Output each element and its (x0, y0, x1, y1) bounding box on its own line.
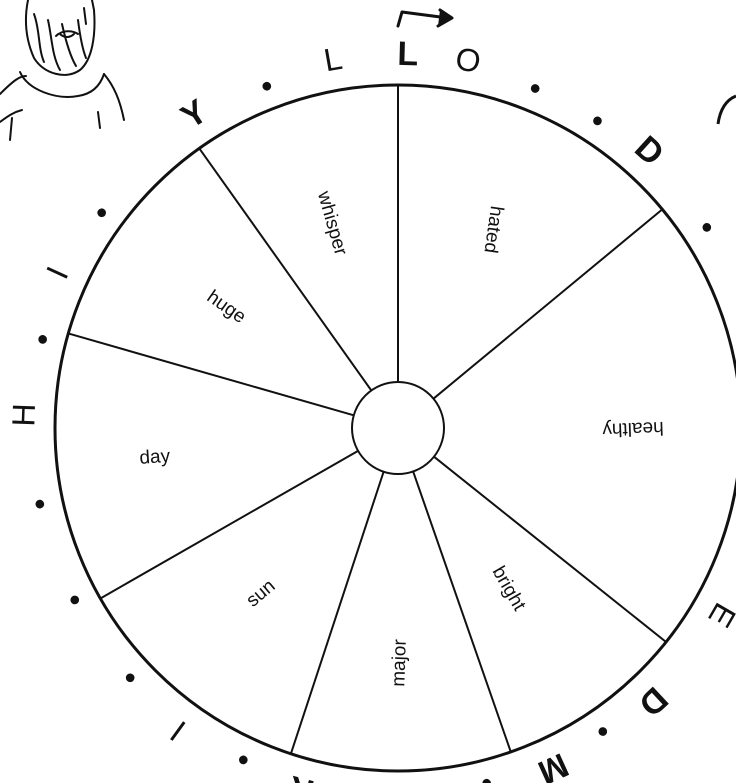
wheel-hub (352, 382, 444, 474)
arrow-right-icon (398, 10, 452, 26)
ring-letter: O (453, 40, 484, 80)
ring-letter: R (284, 768, 318, 783)
ring-dot: • (113, 662, 147, 695)
ring-dot: • (255, 67, 278, 105)
ring-letter: D (631, 679, 675, 724)
ring-dot: • (588, 714, 617, 750)
ring-dot: • (583, 102, 612, 138)
ring-dot: • (21, 495, 59, 513)
ring-letter: M (532, 745, 574, 783)
ring-dot: • (523, 69, 547, 107)
ring-letter: E (701, 597, 736, 633)
ring-letter: I (164, 714, 192, 748)
ring-dot: • (417, 775, 431, 783)
ring-dot: • (84, 197, 120, 227)
ring-dot: • (477, 765, 497, 783)
segment-word: major (388, 638, 411, 687)
segment-word: healthy (602, 417, 664, 440)
ring-dot: • (56, 587, 93, 614)
ring-letter: Y (174, 92, 214, 136)
ring-dot: • (24, 330, 62, 350)
ring-dot: • (349, 774, 364, 783)
ring-letter: L (397, 35, 419, 74)
bearded-man-sketch-icon (0, 0, 124, 140)
ring-letter: H (5, 403, 42, 427)
ring-dot: • (230, 742, 255, 779)
segment-word: day (139, 446, 172, 469)
ring-dot: • (689, 213, 725, 242)
ring-letter: I (39, 261, 75, 284)
ring-letter: D (627, 129, 671, 174)
ring-letter: L (321, 40, 345, 79)
partial-glyph-edge (718, 96, 736, 124)
